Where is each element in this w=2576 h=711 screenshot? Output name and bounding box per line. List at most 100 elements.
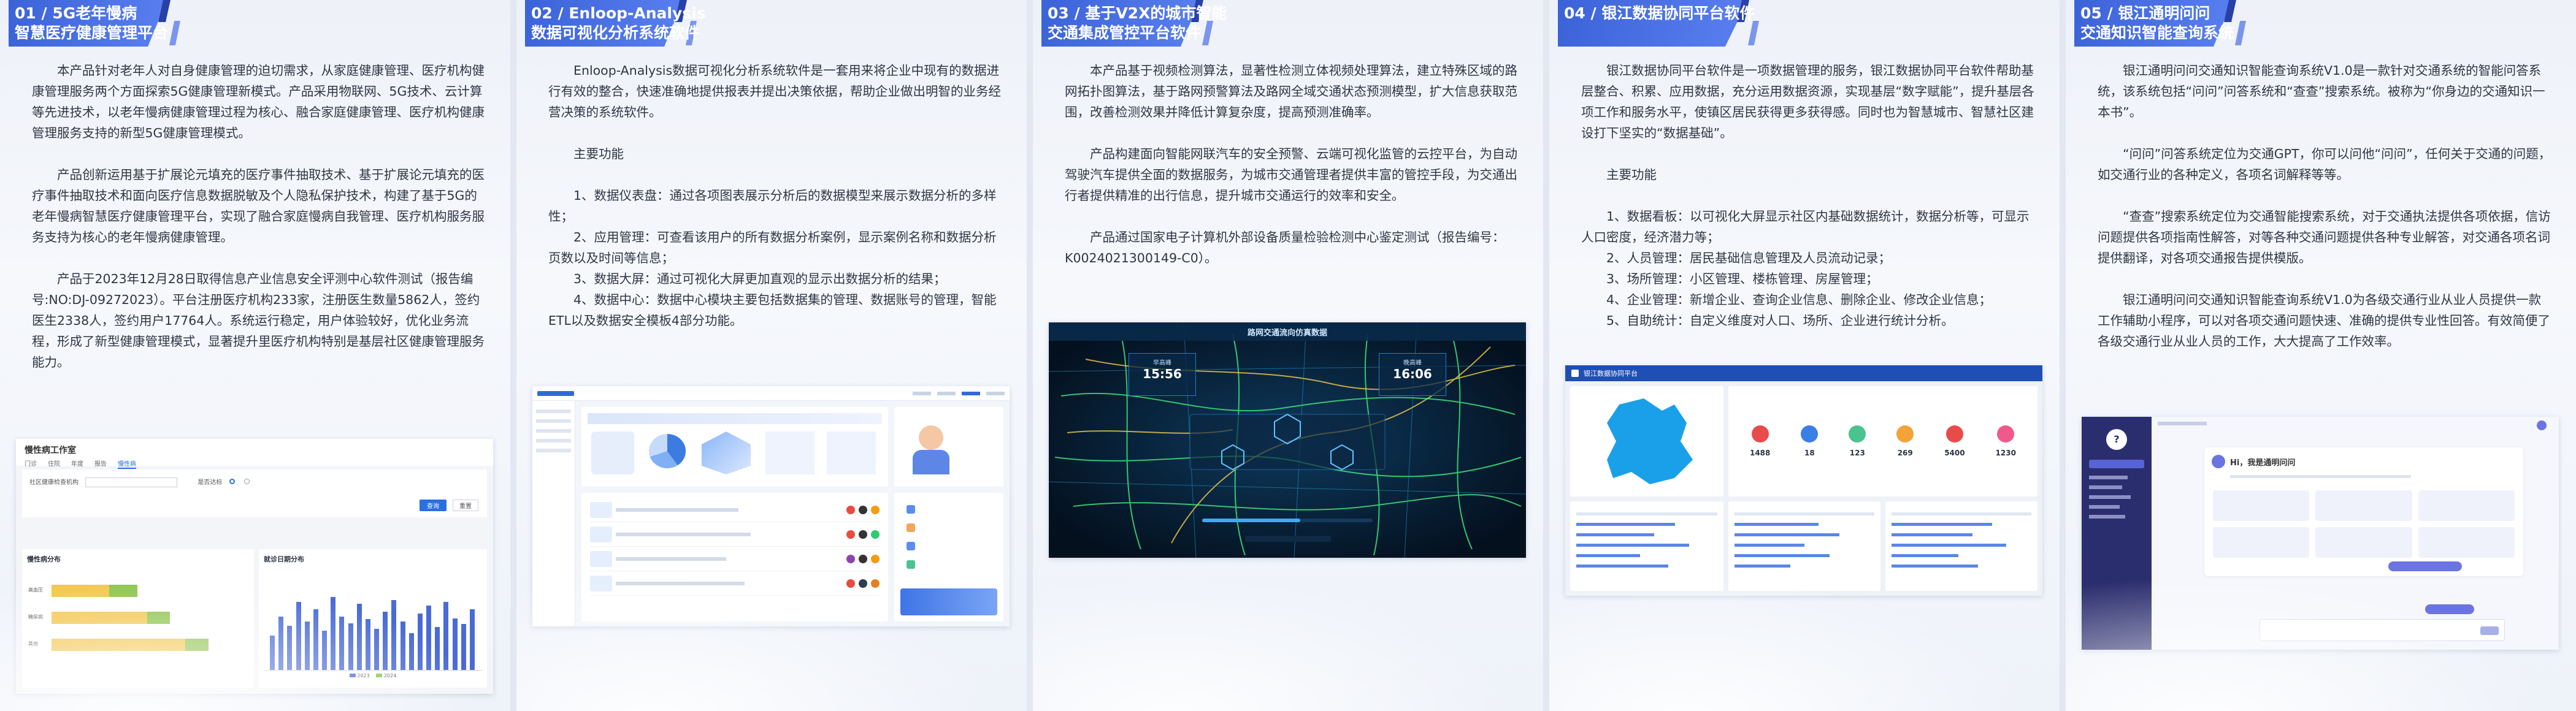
panel-2: 02 / Enloop-Analysis 数据可视化分析系统软件 Enloop-… xyxy=(516,0,1027,711)
stat-cards: 1488 18 123 269 5400 1230 xyxy=(1728,386,2037,496)
panel-4: 04 / 银江数据协同平台软件 银江数据协同平台软件是一项数据管理的服务，银江数… xyxy=(1549,0,2060,711)
tab-inpatient[interactable]: 住院 xyxy=(48,461,60,468)
search-button[interactable]: 查询 xyxy=(420,500,447,511)
section-number: 02 / Enloop-Analysis xyxy=(531,4,706,22)
paragraph: “问问”问答系统定位为交通GPT，你可以问他“问问”，任何关于交通的问题，如交通… xyxy=(2098,146,2551,182)
paragraph: 产品构建面向智能网联汽车的安全预警、云端可视化监管的云控平台，为自动驾驶汽车提供… xyxy=(1065,146,1517,203)
screenshot-traffic-map: 路网交通流向仿真数据 早高峰 15:56 晚高峰 16:06 xyxy=(1049,322,1526,558)
app-logo xyxy=(537,390,574,396)
function-item: 2、人员管理：居民基础信息管理及人员流动记录； xyxy=(1606,251,1892,265)
screenshot-data-platform: 银江数据协同平台 1488 18 123 269 5400 1230 xyxy=(1565,365,2042,596)
section-body: Enloop-Analysis数据可视化分析系统软件是一套用来将企业中现有的数据… xyxy=(548,60,1002,331)
left-label: 早高峰 xyxy=(1153,360,1171,367)
section-title: 数据可视化分析系统软件 xyxy=(531,24,700,42)
qa-sidebar: ? xyxy=(2082,417,2152,650)
function-item: 2、应用管理：可查看该用户的所有数据分析案例，显示案例名称和数据分析页数以及时间… xyxy=(548,230,997,265)
case-list xyxy=(581,493,888,622)
send-button[interactable] xyxy=(2480,626,2499,635)
section-tag xyxy=(9,0,167,47)
filter-label-1: 社区健康检查机构 xyxy=(29,479,79,486)
panel-3: 03 / 基于V2X的城市智能 交通集成管控平台软件 本产品基于视频检测算法，显… xyxy=(1033,0,1543,711)
suggestion-card[interactable] xyxy=(2418,527,2515,558)
suggestion-card[interactable] xyxy=(2315,490,2412,521)
stat-value: 269 xyxy=(1897,449,1913,457)
bar xyxy=(469,609,475,670)
paragraph: 本产品基于视频检测算法，显著性检测立体视频处理算法，建立特殊区域的路网拓扑图算法… xyxy=(1065,63,1517,120)
radio-option[interactable] xyxy=(243,479,250,484)
filter-input-1[interactable] xyxy=(85,477,178,487)
screenshot-health-workbench: 慢性病工作室 门诊 住院 年度 报告 慢性病 社区健康检查机构 是否达标 查询 … xyxy=(16,439,493,694)
functions-heading: 主要功能 xyxy=(573,146,624,161)
bar xyxy=(426,606,431,670)
tab-year[interactable]: 年度 xyxy=(71,461,83,468)
chronic-bar-row: 高血压 xyxy=(28,585,243,597)
right-label: 晚高峰 xyxy=(1403,360,1422,367)
section-title: 智慧医疗健康管理平台 xyxy=(15,24,169,42)
bar xyxy=(435,627,440,670)
bar xyxy=(313,609,318,670)
left-panel: 早高峰 15:56 xyxy=(1129,353,1196,396)
bar xyxy=(391,599,397,670)
suggestion-card[interactable] xyxy=(2315,527,2412,558)
chart-title-chronic: 慢性病分布 xyxy=(27,555,61,563)
section-number: 01 / 5G老年慢病 xyxy=(15,4,137,22)
paragraph: “查查”搜索系统定位为交通智能搜索系统，对于交通执法提供各项依据，信访问题提供各… xyxy=(2098,209,2551,265)
workbench-title: 慢性病工作室 xyxy=(25,446,76,455)
section-tag xyxy=(1558,0,1748,47)
paragraph: Enloop-Analysis数据可视化分析系统软件是一套用来将企业中现有的数据… xyxy=(548,63,1001,120)
bar xyxy=(452,618,458,670)
section-heading: 03 / 基于V2X的城市智能 交通集成管控平台软件 xyxy=(1048,4,1227,43)
stat-value: 123 xyxy=(1849,449,1865,457)
bar xyxy=(461,624,466,670)
region-map xyxy=(1607,398,1693,484)
section-heading: 01 / 5G老年慢病 智慧医疗健康管理平台 xyxy=(15,4,169,43)
legend-label: 2024 xyxy=(383,673,397,679)
function-item: 5、自助统计：自定义维度对人口、场所、企业进行统计分析。 xyxy=(1606,313,1954,328)
chart-title-visits: 就诊日期分布 xyxy=(264,555,304,563)
bar xyxy=(339,616,345,670)
tab-outpatient[interactable]: 门诊 xyxy=(25,461,37,468)
bar-label: 糖尿病 xyxy=(28,614,43,620)
function-item: 4、企业管理：新增企业、查询企业信息、删除企业、修改企业信息； xyxy=(1606,292,1992,307)
message-input[interactable] xyxy=(2260,619,2505,641)
suggestion-card[interactable] xyxy=(2213,490,2310,521)
tab-chronic[interactable]: 慢性病 xyxy=(118,458,136,469)
tab-report[interactable]: 报告 xyxy=(94,461,107,468)
radio-option[interactable] xyxy=(229,479,235,484)
platform-logo-icon xyxy=(1571,370,1579,377)
chronic-bar-row: 糖尿病 xyxy=(28,612,243,624)
bar xyxy=(287,626,293,670)
bar xyxy=(400,621,405,670)
section-tag xyxy=(1041,0,1200,47)
bar xyxy=(443,601,449,670)
platform-title: 银江数据协同平台 xyxy=(1584,370,1638,378)
section-heading: 05 / 银江通明问问 交通知识智能查询系统 xyxy=(2080,4,2234,43)
section-title: 交通知识智能查询系统 xyxy=(2080,24,2234,42)
function-item: 4、数据中心：数据中心模块主要包括数据集的管理、数据账号的管理，智能ETL以及数… xyxy=(548,292,997,328)
filter-label-2: 是否达标 xyxy=(197,479,223,486)
function-item: 1、数据仪表盘：通过各项图表展示分析后的数据模型来展示数据分析的多样性； xyxy=(548,188,997,224)
chronic-bar-row: 其他 xyxy=(28,639,243,651)
app-logo-icon: ? xyxy=(2106,429,2127,450)
stat-value: 5400 xyxy=(1944,449,1965,457)
bar xyxy=(365,619,370,670)
reset-button[interactable]: 重置 xyxy=(453,500,478,511)
panel-5: 05 / 银江通明问问 交通知识智能查询系统 银江通明问问交通知识智能查询系统V… xyxy=(2066,0,2576,711)
chronic-bar-chart: 高血压糖尿病其他 xyxy=(27,572,249,677)
suggestion-card[interactable] xyxy=(2418,490,2515,521)
bar xyxy=(374,629,379,670)
section-tag xyxy=(2074,0,2233,47)
section-heading: 04 / 银江数据协同平台软件 xyxy=(1564,4,1755,23)
section-tag xyxy=(525,0,683,47)
avatar[interactable] xyxy=(2537,420,2547,430)
bar xyxy=(270,636,275,670)
section-number: 05 / 银江通明问问 xyxy=(2080,4,2210,22)
bar xyxy=(52,612,147,624)
map-title: 路网交通流向仿真数据 xyxy=(1247,329,1327,338)
bar xyxy=(331,596,336,670)
section-body: 本产品基于视频检测算法，显著性检测立体视频处理算法，建立特殊区域的路网拓扑图算法… xyxy=(1065,60,1519,289)
bar xyxy=(304,621,310,670)
paragraph: 产品通过国家电子计算机外部设备质量检验检测中心鉴定测试（报告编号：K002402… xyxy=(1065,230,1505,265)
suggestion-card[interactable] xyxy=(2213,527,2310,558)
section-body: 本产品针对老年人对自身健康管理的迫切需求，从家庭健康管理、医疗机构健康管理服务两… xyxy=(32,60,486,394)
